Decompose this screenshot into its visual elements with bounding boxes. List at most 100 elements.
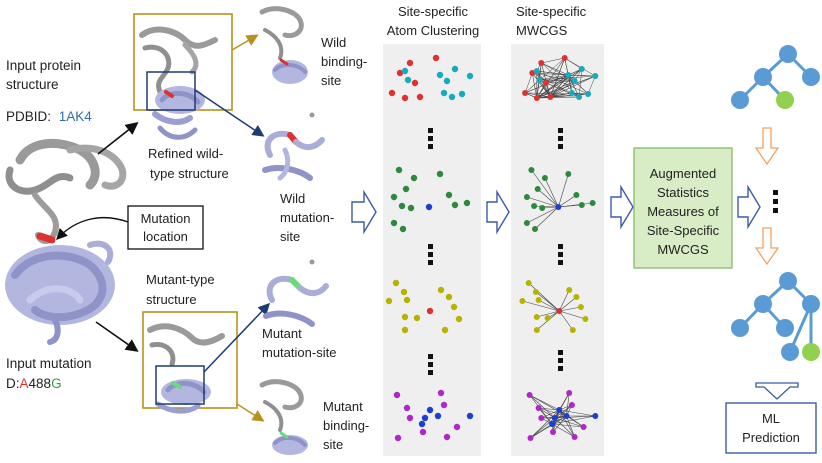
hollow-arrow-to-clustering xyxy=(351,189,377,235)
graph-edge xyxy=(568,74,596,77)
down-arrow-2 xyxy=(754,227,780,266)
graph-node xyxy=(563,413,570,419)
mutant-binding-label-line3: site xyxy=(323,437,343,452)
graph-node xyxy=(582,316,589,322)
mutant-mutation-label-line2: mutation-site xyxy=(262,345,336,360)
graph-node xyxy=(565,171,572,177)
graph-node xyxy=(532,226,538,232)
clustering-ellipsis-1 xyxy=(428,128,433,149)
arrow-to-mutant-mutation xyxy=(203,302,271,373)
augmented-statistics-box xyxy=(633,147,733,269)
atom-point xyxy=(401,313,409,321)
ml-prediction-line1: ML xyxy=(762,411,780,426)
mutant-binding-label-line1: Mutant xyxy=(323,399,363,414)
graph-node xyxy=(578,202,585,208)
graph-edge xyxy=(552,415,596,425)
graph-edge xyxy=(522,300,560,312)
graph-node xyxy=(589,200,596,206)
clustering-ellipsis-3 xyxy=(428,354,433,375)
atom-point xyxy=(451,65,459,73)
mwcgs-graph-4 xyxy=(526,390,599,441)
clustering-ellipsis-2 xyxy=(428,244,433,265)
tree-node xyxy=(776,319,794,337)
atom-point xyxy=(437,286,445,294)
graph-node xyxy=(566,390,573,396)
atom-point xyxy=(416,93,424,101)
graph-edge xyxy=(538,407,555,419)
atom-point xyxy=(450,303,458,311)
mwcgs-header-line2: MWCGS xyxy=(516,23,568,38)
atom-point xyxy=(385,297,393,305)
graph-node xyxy=(523,194,530,200)
hollow-arrow-to-mwcgs xyxy=(486,189,510,235)
graph-edge xyxy=(550,93,589,98)
graph-node xyxy=(551,415,558,421)
atom-point xyxy=(406,59,414,67)
refined-wild-label-line2: type structure xyxy=(150,166,229,181)
graph-node xyxy=(536,77,543,83)
graph-node xyxy=(576,94,583,100)
mwcgs-panel xyxy=(511,44,604,456)
arrow-to-wild-binding xyxy=(231,34,259,51)
tree-node xyxy=(802,68,820,86)
graph-node xyxy=(561,55,568,61)
graph-edge xyxy=(532,72,551,98)
arrow-to-mutant-binding xyxy=(236,403,265,422)
atom-point xyxy=(401,326,409,334)
atom-point xyxy=(425,203,433,211)
graph-node xyxy=(532,289,539,295)
atom-point xyxy=(390,219,398,227)
hollow-arrow-to-ml xyxy=(755,382,799,400)
graph-node xyxy=(528,167,535,173)
graph-edge xyxy=(559,310,574,331)
mutant-type-protein xyxy=(147,323,225,414)
atom-point xyxy=(418,420,426,428)
graph-edge xyxy=(552,415,567,433)
mutation-chain: D xyxy=(6,376,16,391)
atom-point xyxy=(404,76,412,84)
graph-edge xyxy=(544,177,559,208)
graph-edge xyxy=(559,310,586,320)
mutant-type-label-line1: Mutant-type xyxy=(146,272,215,287)
graph-edge xyxy=(539,75,596,81)
graph-edge xyxy=(566,415,584,428)
atom-point xyxy=(434,412,442,420)
down-arrow-1 xyxy=(754,127,780,166)
atom-point xyxy=(426,406,434,414)
refined-wild-protein xyxy=(139,26,218,140)
mwcgs-graph-3 xyxy=(519,280,589,333)
graph-node xyxy=(556,407,563,413)
mwcgs-ellipsis-1 xyxy=(558,128,563,149)
graph-node xyxy=(533,314,540,320)
graph-node xyxy=(526,392,533,398)
graph-edge xyxy=(550,68,582,98)
graph-node xyxy=(547,94,554,100)
graph-edge xyxy=(530,423,553,439)
input-protein-structure xyxy=(5,138,127,345)
graph-node xyxy=(565,72,572,78)
graph-node xyxy=(542,80,549,86)
mutant-mutation-label-line1: Mutant xyxy=(262,326,302,341)
augmented-line2: Statistics xyxy=(657,185,710,200)
wild-mutation-label-line3: site xyxy=(280,229,300,244)
atom-point xyxy=(411,79,419,87)
graph-edge xyxy=(524,72,533,94)
arrow-to-wild-mutation xyxy=(194,89,265,137)
graph-edge xyxy=(532,72,538,99)
graph-edge xyxy=(587,75,596,95)
graph-edge xyxy=(537,188,559,208)
graph-node xyxy=(533,327,540,333)
graph-edge xyxy=(539,79,551,98)
svg-text:PDBID: 1AK4: PDBID: 1AK4 xyxy=(6,109,92,124)
atom-point xyxy=(440,89,448,97)
atom-point xyxy=(419,428,427,436)
graph-node xyxy=(571,78,578,84)
atom-point xyxy=(402,185,410,193)
mutation-position: 488 xyxy=(29,376,52,391)
mutant-type-label-line2: structure xyxy=(146,292,197,307)
graph-node xyxy=(527,435,534,441)
arrow-to-refined-wild xyxy=(97,122,139,155)
graph-edge xyxy=(526,206,559,224)
mutation-colon: : xyxy=(16,376,20,391)
